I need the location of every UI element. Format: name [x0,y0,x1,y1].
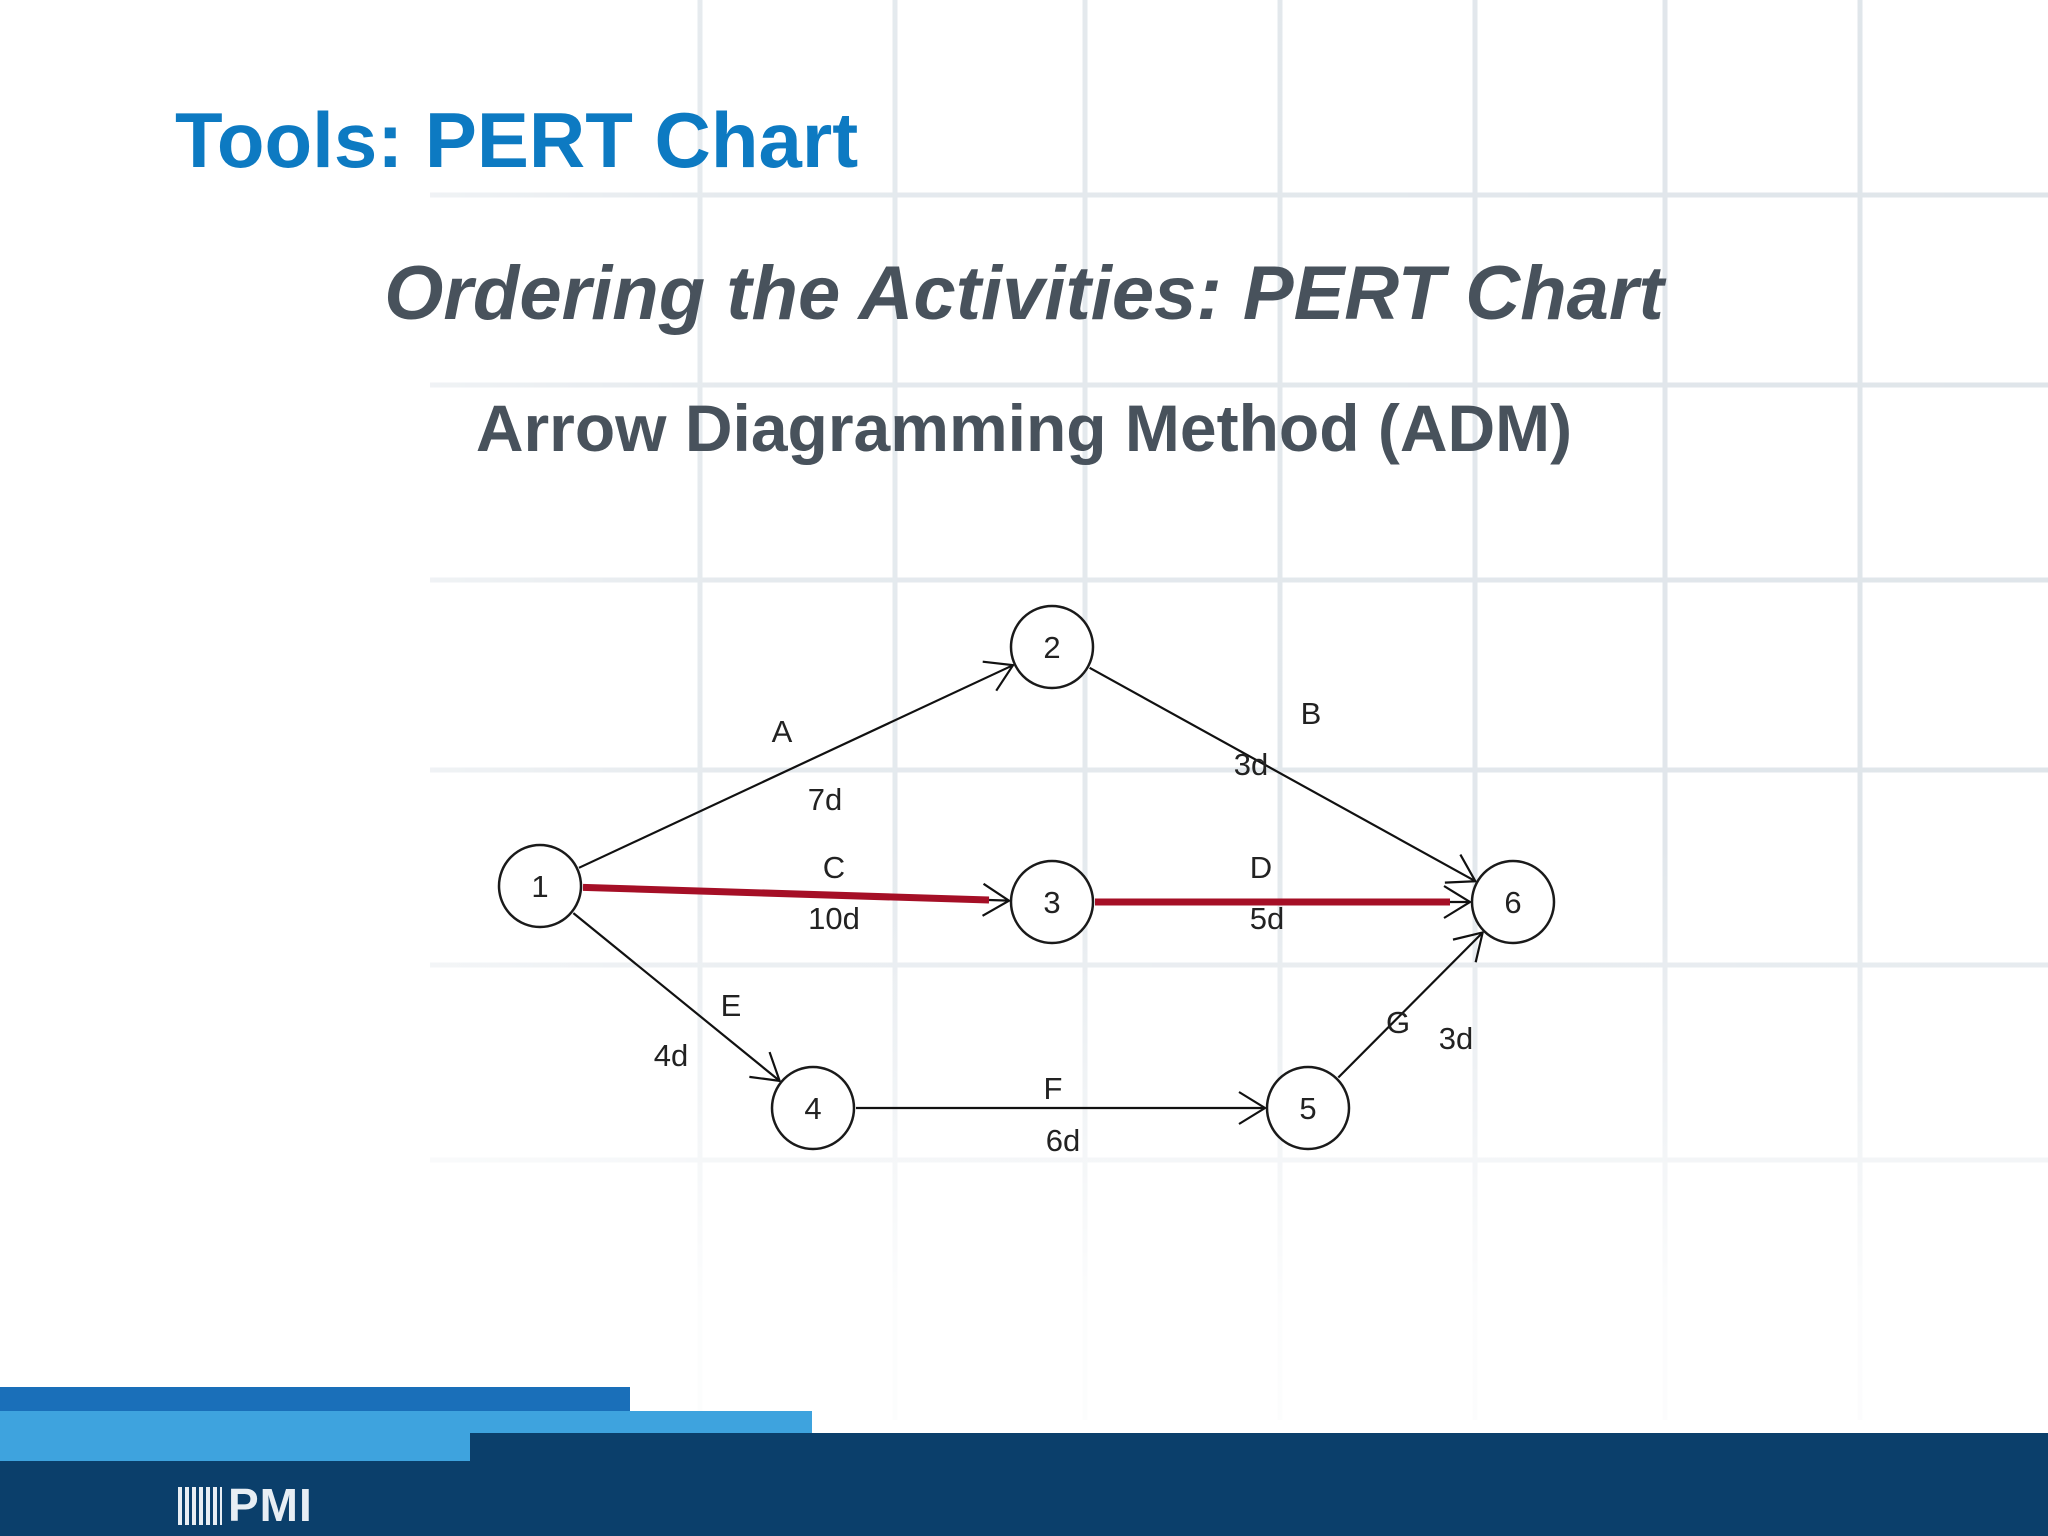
edge-g-arrowhead [1452,930,1485,963]
duration-label: 3d [1234,747,1268,782]
edge-d: D 5d [1095,850,1473,936]
edge-b: B 3d [1089,666,1478,884]
edge-e: E 4d [572,912,782,1083]
node-2: 2 [1009,604,1095,690]
duration-label: 6d [1046,1123,1080,1158]
node-3: 3 [1009,859,1095,945]
edge-c: C 10d [582,850,1012,936]
node-circle [770,1065,856,1151]
node-6: 6 [1470,859,1556,945]
activity-label: G [1386,1005,1410,1040]
node-circle [1265,1065,1351,1151]
edge-f-arrowhead [1238,1091,1268,1125]
node-label: 4 [804,1091,821,1126]
node-5: 5 [1265,1065,1351,1151]
node-circle [1009,859,1095,945]
node-circle [1470,859,1556,945]
node-circle [497,843,583,929]
node-label: 3 [1043,885,1060,920]
slide-subtitle: Ordering the Activities: PERT Chart [384,251,1664,336]
edge-a-arrowhead [982,660,1015,692]
duration-label: 5d [1250,901,1284,936]
pmi-logo-icon [178,1487,222,1525]
duration-label: 10d [808,901,860,936]
activity-label: A [772,714,793,749]
activity-label: B [1301,696,1322,731]
edge-c-line [582,883,990,904]
activity-label: C [823,850,845,885]
node-1: 1 [497,843,583,929]
diagram-nodes: 1 2 3 4 5 6 [497,604,1556,1151]
node-label: 6 [1504,885,1521,920]
slide-subtitle-adm: Arrow Diagramming Method (ADM) [475,391,1573,465]
edge-e-arrowhead [749,1051,782,1083]
slide-title: Tools: PERT Chart [175,96,859,184]
activity-label: F [1044,1071,1063,1106]
activity-label: D [1250,850,1272,885]
edge-a: A 7d [578,660,1015,869]
node-4: 4 [770,1065,856,1151]
edge-c-tip [988,898,1010,902]
edge-g: G 3d [1337,930,1485,1079]
activity-label: E [721,988,742,1023]
node-circle [1009,604,1095,690]
edge-b-arrowhead [1444,854,1478,884]
pmi-logo-text: PMI [228,1479,313,1531]
duration-label: 7d [808,782,842,817]
edge-a-line [578,664,1014,869]
edge-e-line [572,912,781,1082]
duration-label: 3d [1439,1021,1473,1056]
node-label: 1 [531,869,548,904]
node-label: 5 [1299,1091,1316,1126]
edge-b-line [1089,666,1476,883]
edge-f: F 6d [856,1071,1268,1158]
node-label: 2 [1043,630,1060,665]
duration-label: 4d [654,1038,688,1073]
pmi-logo: PMI [178,1478,313,1532]
edge-g-line [1337,931,1484,1079]
